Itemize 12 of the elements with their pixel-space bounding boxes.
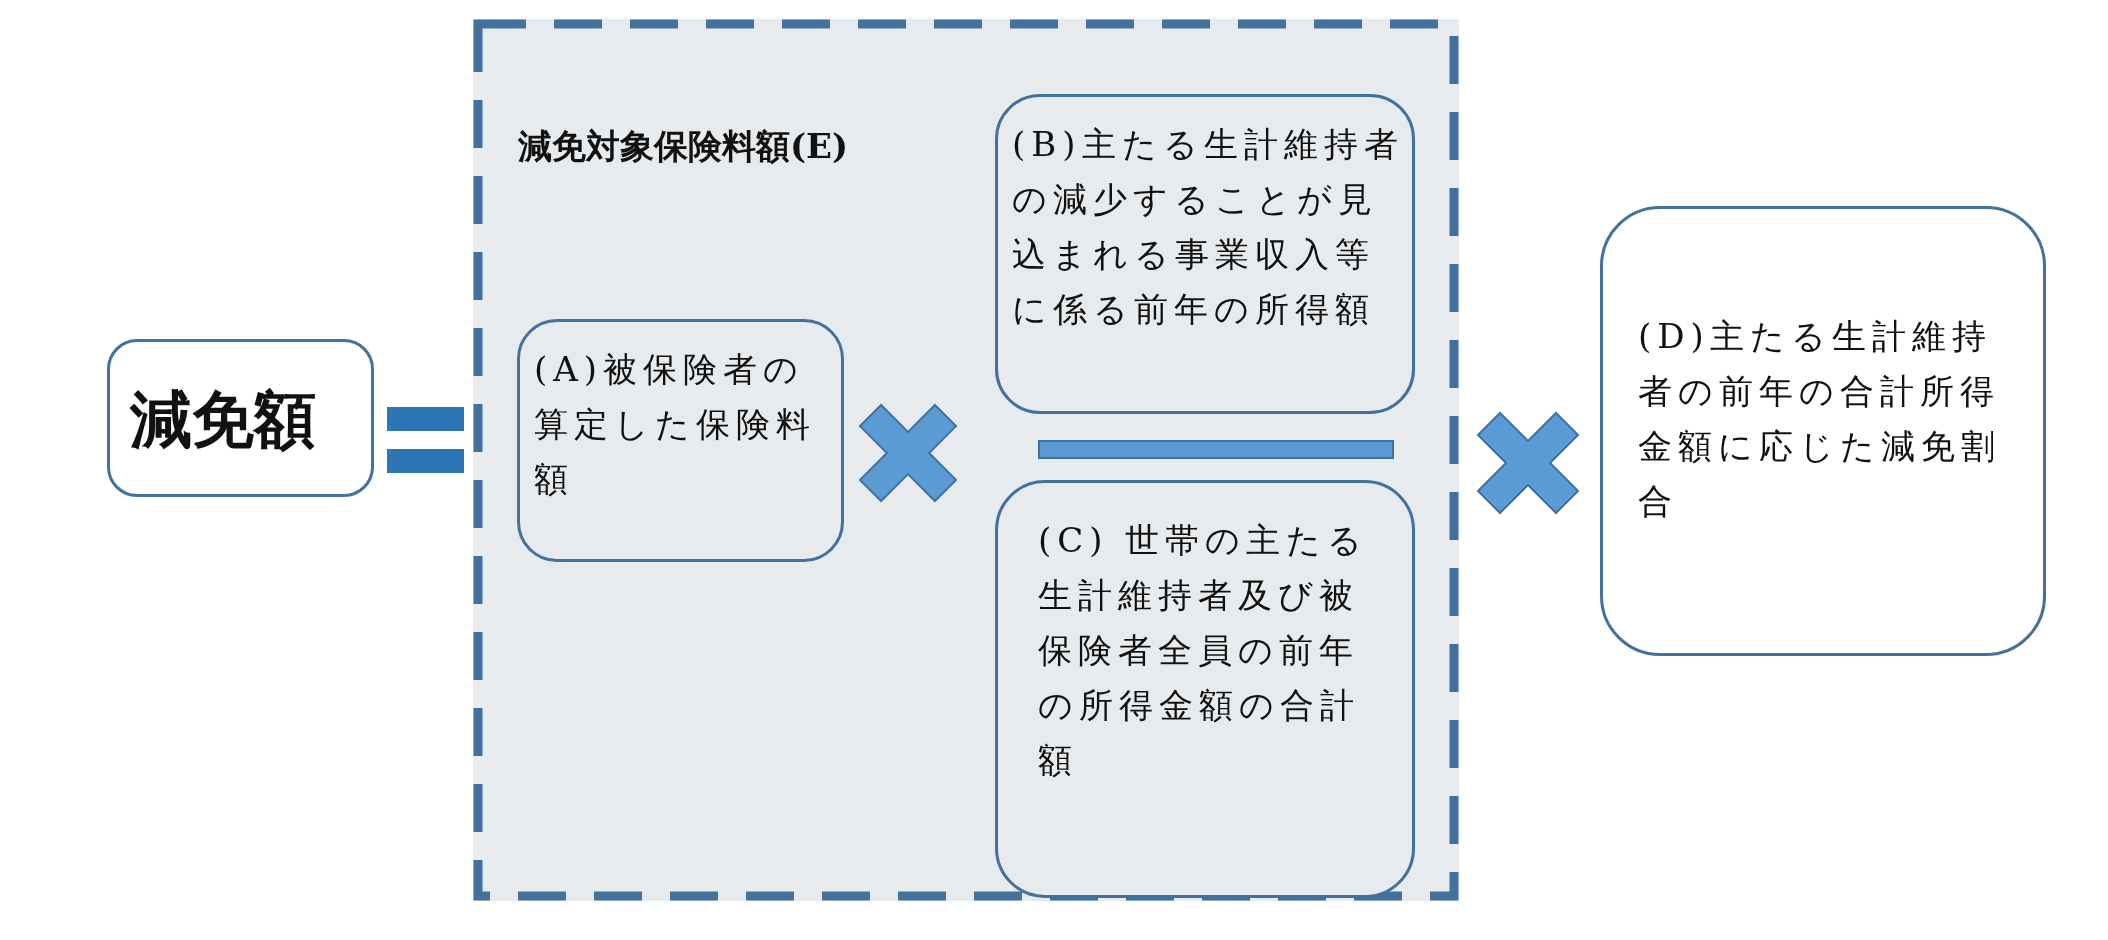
group-heading: 減免対象保険料額(E) bbox=[518, 125, 850, 168]
rounded-box bbox=[1600, 206, 2046, 656]
box-text: (B)主たる生計維持者の減少することが見込まれる事業収入等に係る前年の所得額 bbox=[1012, 123, 1405, 331]
box-text: (D)主たる生計維持者の前年の合計所得金額に応じた減免割合 bbox=[1638, 315, 2002, 523]
rounded-box bbox=[995, 480, 1415, 898]
box-text: (A)被保険者の算定した保険料額 bbox=[534, 348, 817, 501]
box-text: 減免額 bbox=[130, 382, 317, 458]
rounded-box bbox=[995, 94, 1415, 414]
rounded-box bbox=[517, 319, 844, 562]
rounded-box bbox=[107, 339, 374, 497]
dashed-group-panel bbox=[473, 19, 1459, 901]
box-text: (C) 世帯の主たる生計維持者及び被保険者全員の前年の所得金額の合計額 bbox=[1038, 519, 1370, 782]
